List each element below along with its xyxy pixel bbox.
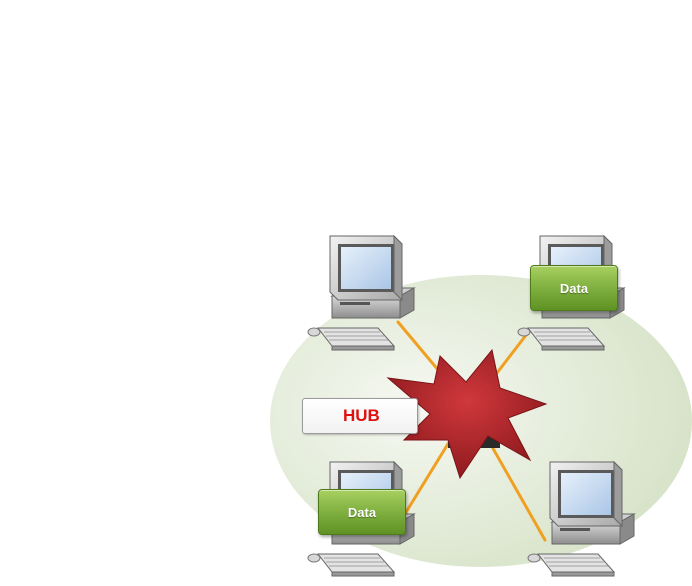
hub-burst-icon — [386, 348, 548, 480]
data-packet-label: Data — [559, 280, 589, 296]
data-packet-bottom-left: Data — [318, 489, 406, 535]
data-packet-label: Data — [347, 504, 377, 520]
hub-label-text: HUB — [343, 406, 380, 425]
data-packet-top-right: Data — [530, 265, 618, 311]
hub-label: HUB — [302, 398, 418, 434]
